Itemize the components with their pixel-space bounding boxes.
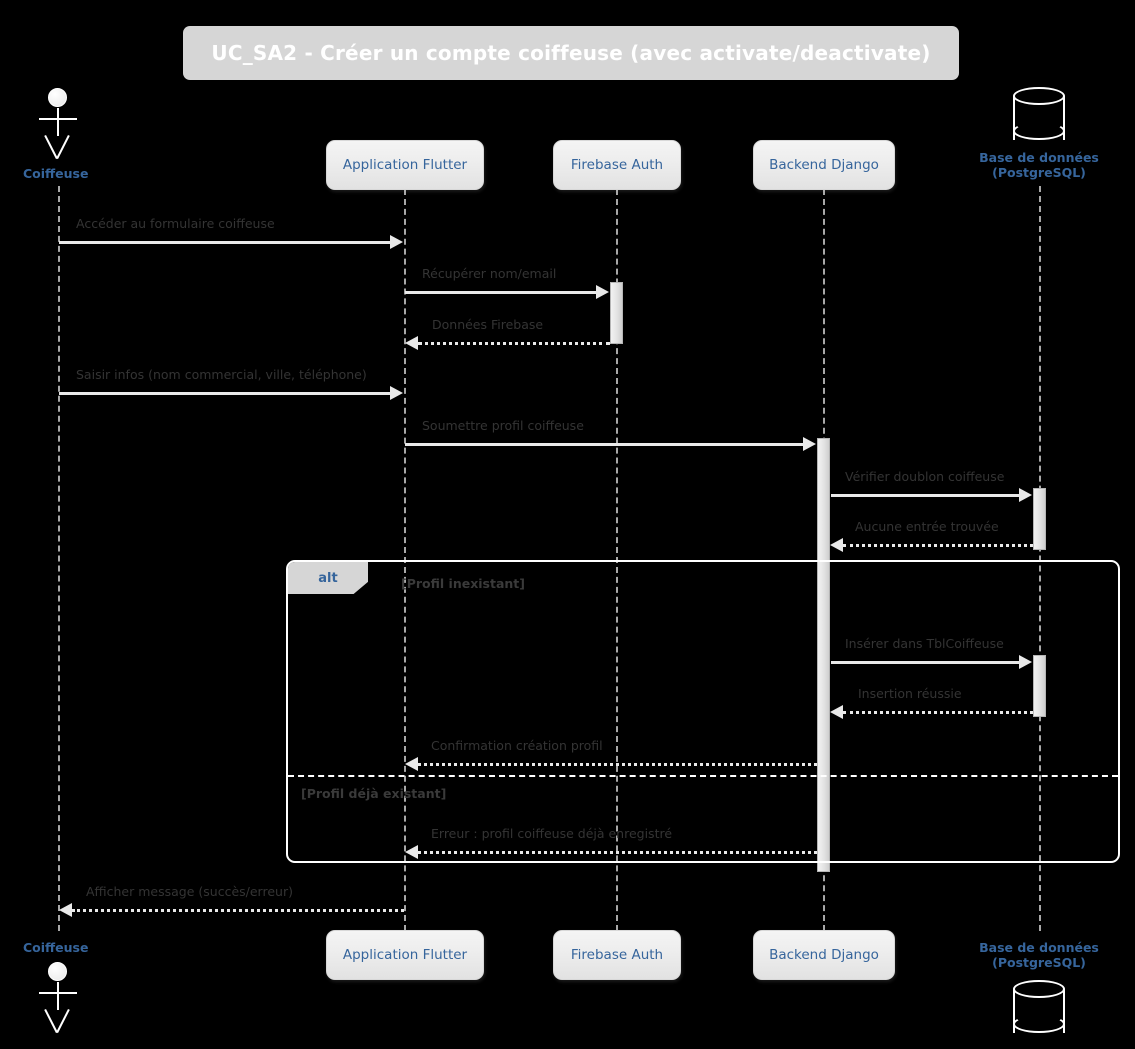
message-line-11 (418, 851, 817, 854)
participant-firebase-bottom[interactable]: Firebase Auth (553, 930, 681, 980)
participant-django-bottom[interactable]: Backend Django (753, 930, 895, 980)
message-label-1: Accéder au formulaire coiffeuse (76, 216, 275, 231)
participant-label-postgres-top-line1: Base de données (979, 150, 1099, 165)
participant-label-postgres-bottom: Base de données (PostgreSQL) (939, 940, 1135, 970)
message-line-9 (843, 711, 1033, 714)
participant-label-postgres-top-line2: (PostgreSQL) (992, 165, 1086, 180)
actor-leg-right-icon (56, 1009, 70, 1034)
participant-firebase-top[interactable]: Firebase Auth (553, 140, 681, 190)
message-label-11: Erreur : profil coiffeuse déjà enregistr… (431, 826, 673, 841)
message-line-7 (843, 544, 1033, 547)
message-label-5: Soumettre profil coiffeuse (422, 418, 584, 433)
participant-django-top[interactable]: Backend Django (753, 140, 895, 190)
message-line-6 (831, 494, 1019, 497)
message-arrowhead-5 (803, 437, 816, 451)
actor-body-icon (57, 108, 59, 136)
db-top-ellipse-icon (1013, 980, 1065, 998)
message-label-4: Saisir infos (nom commercial, ville, tél… (76, 367, 367, 382)
participant-label-flutter-bottom: Application Flutter (342, 947, 468, 963)
participant-label-coiffeuse-top: Coiffeuse (23, 166, 89, 181)
message-line-10 (418, 763, 817, 766)
message-line-12 (72, 909, 404, 912)
message-label-10: Confirmation création profil (431, 738, 603, 753)
message-line-2 (405, 291, 597, 294)
participant-label-django-top: Backend Django (769, 157, 879, 173)
db-top-ellipse-icon (1013, 87, 1065, 105)
actor-leg-right-icon (56, 135, 70, 160)
alt-guard-0: [Profil inexistant] (401, 576, 525, 591)
participant-label-postgres-bottom-line1: Base de données (979, 940, 1099, 955)
actor-leg-left-icon (44, 1009, 58, 1034)
lifeline-postgres (1039, 186, 1041, 931)
message-arrowhead-6 (1019, 488, 1032, 502)
alt-fragment-frame (286, 560, 1120, 863)
activation-postgres-1 (1033, 488, 1046, 550)
message-line-3 (418, 342, 610, 345)
alt-operator-label: alt (318, 570, 338, 586)
participant-label-postgres-top: Base de données (PostgreSQL) (939, 150, 1135, 180)
lifeline-coiffeuse (58, 186, 60, 931)
db-bottom-ellipse-icon (1013, 122, 1065, 140)
actor-head-icon (48, 88, 67, 107)
message-label-7: Aucune entrée trouvée (855, 519, 999, 534)
activation-postgres-2 (1033, 655, 1046, 717)
message-label-8: Insérer dans TblCoiffeuse (845, 636, 1004, 651)
message-arrowhead-7 (830, 538, 843, 552)
actor-body-icon (57, 982, 59, 1010)
message-arrowhead-9 (830, 705, 843, 719)
database-cylinder-icon-bottom (1013, 980, 1065, 1042)
actor-coiffeuse-top (35, 88, 81, 162)
actor-head-icon (48, 962, 67, 981)
activation-django (817, 438, 830, 872)
alt-fragment-divider (288, 775, 1118, 777)
alt-guard-1: [Profil déjà existant] (301, 786, 447, 801)
message-arrowhead-2 (596, 285, 609, 299)
message-label-3: Données Firebase (432, 317, 544, 332)
message-label-2: Récupérer nom/email (422, 266, 557, 281)
message-label-6: Vérifier doublon coiffeuse (845, 469, 1005, 484)
actor-arms-icon (39, 992, 77, 994)
participant-label-django-bottom: Backend Django (769, 947, 879, 963)
participant-label-flutter-top: Application Flutter (342, 157, 468, 173)
actor-leg-left-icon (44, 135, 58, 160)
message-arrowhead-1 (390, 235, 403, 249)
message-line-4 (59, 392, 391, 395)
message-arrowhead-8 (1019, 655, 1032, 669)
message-line-1 (59, 241, 391, 244)
participant-flutter-top[interactable]: Application Flutter (326, 140, 484, 190)
message-label-9: Insertion réussie (858, 686, 962, 701)
actor-arms-icon (39, 118, 77, 120)
participant-label-firebase-bottom: Firebase Auth (570, 947, 664, 963)
db-bottom-ellipse-icon (1013, 1015, 1065, 1033)
message-arrowhead-11 (405, 845, 418, 859)
activation-firebase (610, 282, 623, 344)
database-cylinder-icon-top (1013, 87, 1065, 149)
diagram-title-box: UC_SA2 - Créer un compte coiffeuse (avec… (183, 26, 959, 80)
alt-fragment-operator-tab: alt (288, 562, 368, 594)
message-arrowhead-4 (390, 386, 403, 400)
message-line-8 (831, 661, 1019, 664)
message-arrowhead-3 (405, 336, 418, 350)
message-arrowhead-10 (405, 757, 418, 771)
participant-label-coiffeuse-bottom: Coiffeuse (23, 940, 89, 955)
message-arrowhead-12 (59, 903, 72, 917)
participant-label-postgres-bottom-line2: (PostgreSQL) (992, 955, 1086, 970)
participant-flutter-bottom[interactable]: Application Flutter (326, 930, 484, 980)
message-label-12: Afficher message (succès/erreur) (86, 884, 293, 899)
message-line-5 (405, 443, 804, 446)
participant-label-firebase-top: Firebase Auth (570, 157, 664, 173)
page-title: UC_SA2 - Créer un compte coiffeuse (avec… (211, 41, 931, 65)
actor-coiffeuse-bottom (35, 962, 81, 1036)
